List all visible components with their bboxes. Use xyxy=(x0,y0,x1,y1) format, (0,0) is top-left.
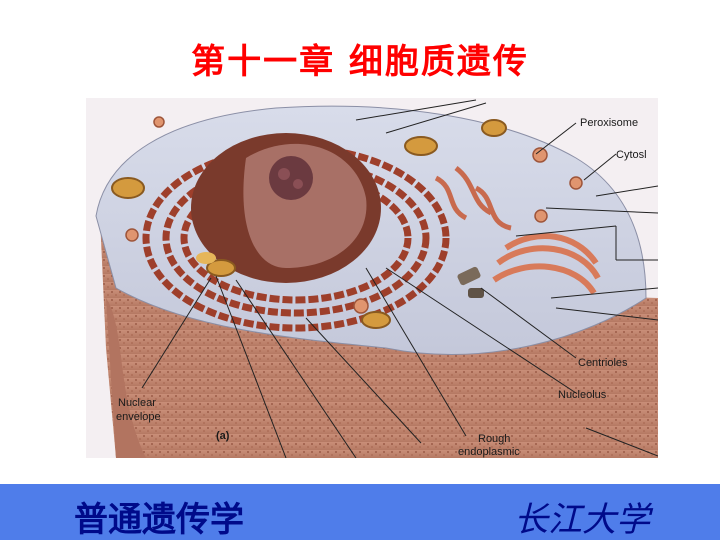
mitochondria xyxy=(111,119,507,329)
peroxisomes xyxy=(125,116,583,314)
label-nuclear-envelope-line2: envelope xyxy=(116,411,161,423)
label-rough-er-line1: Rough xyxy=(478,433,510,445)
nucleolus xyxy=(269,156,313,200)
course-name: 普通遗传学 xyxy=(74,500,244,540)
golgi-apparatus xyxy=(492,233,601,295)
label-peroxisome: Peroxisome xyxy=(580,117,638,129)
cell-diagram-illustration: Peroxisome Cytosl Centrioles Nucleolus N… xyxy=(86,98,658,458)
university-name: 长江大学 xyxy=(514,500,650,540)
label-panel: (a) xyxy=(216,430,230,442)
label-centrioles: Centrioles xyxy=(578,357,628,369)
slide-title: 第十一章 细胞质遗传 xyxy=(191,42,529,82)
label-cytosol: Cytosl xyxy=(616,149,647,161)
footer-bar: 普通遗传学 长江大学 xyxy=(0,484,720,540)
cell-diagram-figure: Peroxisome Cytosl Centrioles Nucleolus N… xyxy=(86,98,658,458)
leader-lines xyxy=(141,99,658,458)
smooth-er xyxy=(434,166,512,231)
centrioles xyxy=(457,266,484,298)
label-nucleolus: Nucleolus xyxy=(558,389,607,401)
label-nuclear-envelope-line1: Nuclear xyxy=(118,397,156,409)
label-rough-er-line2: endoplasmic xyxy=(458,446,520,458)
